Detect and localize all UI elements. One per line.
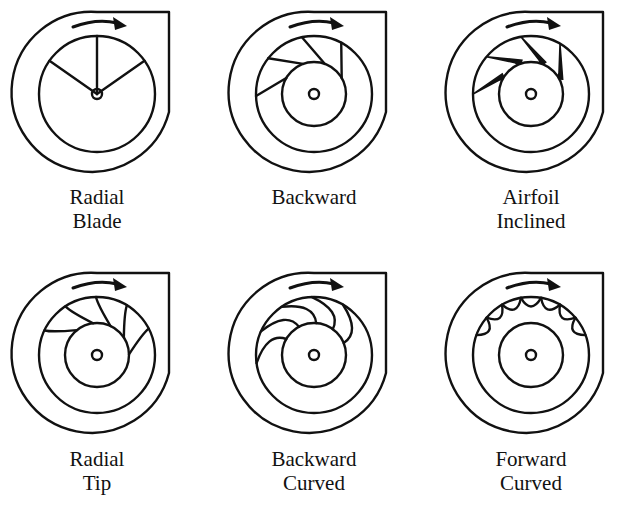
fan-housing: [446, 12, 603, 172]
impeller-ring: [39, 36, 155, 152]
blade: [302, 37, 325, 64]
hub-ring: [282, 323, 346, 387]
fan-type-label: Airfoil Inclined: [497, 185, 566, 233]
blade: [49, 61, 97, 94]
shaft: [309, 89, 319, 99]
fan-backcurved: [229, 273, 386, 433]
blade: [572, 318, 585, 335]
blade: [261, 320, 299, 332]
blade: [343, 305, 352, 343]
blade: [312, 297, 335, 329]
impeller-ring: [256, 297, 372, 413]
fan-forward: [446, 273, 603, 433]
fan-housing: [12, 12, 169, 172]
impeller-ring: [473, 297, 589, 413]
hub-ring: [65, 323, 129, 387]
blade: [340, 43, 343, 78]
blade: [124, 305, 127, 337]
fan-type-label: Radial Blade: [70, 185, 125, 233]
blade: [477, 318, 490, 335]
blade: [487, 305, 503, 320]
blade: [541, 298, 560, 310]
arrow-head: [113, 17, 127, 30]
arrow-head: [330, 278, 344, 291]
rotation-arrow: [73, 282, 117, 288]
rotation-arrow: [507, 282, 551, 288]
blade: [129, 329, 149, 355]
blade: [487, 57, 522, 65]
blade: [521, 298, 541, 307]
fan-housing: [446, 273, 603, 433]
fan-housing: [229, 273, 386, 433]
fan-radial: [12, 12, 169, 172]
hub-ring: [499, 323, 563, 387]
arrow-head: [113, 278, 127, 291]
impeller-ring: [39, 297, 155, 413]
rotation-arrow: [73, 21, 117, 27]
blade: [96, 297, 111, 326]
fan-type-label: Forward Curved: [495, 447, 566, 495]
blade: [282, 306, 317, 323]
arrow-head: [547, 17, 561, 30]
fan-backward: [229, 12, 386, 172]
arrow-head: [330, 17, 344, 30]
blade: [65, 306, 93, 323]
rotation-arrow: [507, 21, 551, 27]
shaft: [526, 89, 536, 99]
hub-ring: [499, 62, 563, 126]
blade: [96, 36, 98, 94]
shaft: [526, 350, 536, 360]
blade: [473, 74, 504, 94]
fan-housing: [12, 273, 169, 433]
rotation-arrow: [290, 282, 334, 288]
fan-housing: [229, 12, 386, 172]
impeller-ring: [256, 36, 372, 152]
blade: [268, 58, 303, 64]
rotation-arrow: [290, 21, 334, 27]
blade: [521, 37, 546, 64]
arrow-head: [547, 278, 561, 291]
fan-type-label: Radial Tip: [70, 447, 125, 495]
blade: [558, 44, 563, 79]
blade: [44, 330, 76, 331]
fan-type-label: Backward: [271, 185, 356, 209]
blade: [560, 305, 576, 320]
hub-ring: [282, 62, 346, 126]
blade: [257, 338, 287, 363]
impeller-ring: [473, 36, 589, 152]
blade: [502, 298, 521, 310]
shaft: [309, 350, 319, 360]
shaft: [92, 350, 102, 360]
blade: [256, 78, 286, 96]
blade: [97, 61, 145, 94]
fan-radialtip: [12, 273, 169, 433]
fan-type-label: Backward Curved: [271, 447, 356, 495]
fan-airfoil: [446, 12, 603, 172]
